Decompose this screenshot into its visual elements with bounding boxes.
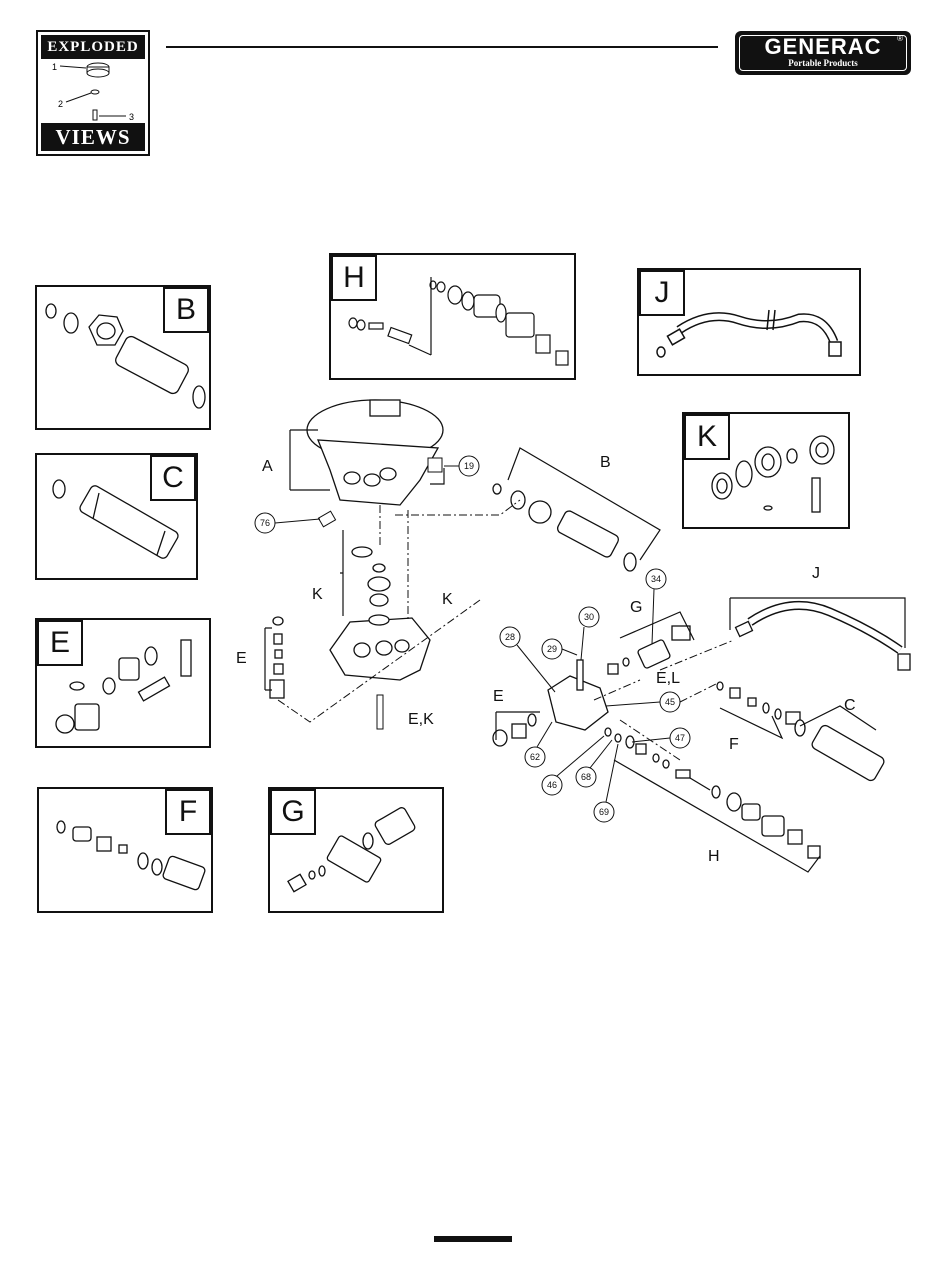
label-c: C [844, 697, 856, 714]
callout-76: 76 [255, 513, 320, 533]
callout-62: 62 [525, 722, 552, 767]
label-h: H [708, 848, 720, 865]
svg-text:28: 28 [505, 632, 515, 642]
label-b: B [600, 454, 611, 471]
bolt-ek [377, 695, 383, 729]
svg-text:68: 68 [581, 772, 591, 782]
label-k-right: K [442, 591, 453, 608]
k-stack [352, 547, 390, 625]
j-hose [736, 605, 910, 670]
part-76 [318, 511, 335, 527]
callout-45: 45 [606, 692, 680, 712]
valve-block [548, 660, 608, 730]
label-e-right: E [493, 688, 504, 705]
svg-text:45: 45 [665, 697, 675, 707]
callout-46: 46 [542, 736, 604, 795]
label-j: J [812, 565, 820, 582]
numbered-callouts: 19 76 30 34 29 28 45 47 62 46 68 69 [255, 456, 690, 822]
callout-69: 69 [594, 744, 618, 822]
label-e-k: E,K [408, 711, 434, 728]
c-group [795, 720, 886, 782]
manifold-lower [330, 618, 430, 680]
h-group [605, 728, 820, 858]
label-k-left: K [312, 586, 323, 603]
svg-text:62: 62 [530, 752, 540, 762]
svg-text:76: 76 [260, 518, 270, 528]
e-stack-left [270, 617, 284, 698]
svg-text:29: 29 [547, 644, 557, 654]
svg-text:19: 19 [464, 461, 474, 471]
callout-29: 29 [542, 639, 577, 659]
callout-28: 28 [500, 627, 555, 692]
svg-text:30: 30 [584, 612, 594, 622]
g-group [608, 626, 690, 674]
svg-text:47: 47 [675, 733, 685, 743]
svg-text:34: 34 [651, 574, 661, 584]
callout-68: 68 [576, 740, 612, 787]
callout-34: 34 [646, 569, 666, 644]
label-e-l: E,L [656, 670, 680, 687]
callout-30: 30 [579, 607, 599, 660]
f-group [717, 682, 800, 724]
e-group-right [493, 714, 536, 746]
callout-19: 19 [444, 456, 479, 476]
label-f: F [729, 736, 739, 753]
b-group [493, 484, 636, 571]
label-a: A [262, 458, 273, 475]
part-19 [428, 458, 442, 472]
svg-text:69: 69 [599, 807, 609, 817]
pump-head [307, 400, 443, 505]
footer-bar [434, 1236, 512, 1242]
svg-text:46: 46 [547, 780, 557, 790]
label-g: G [630, 599, 642, 616]
label-e-left: E [236, 650, 247, 667]
